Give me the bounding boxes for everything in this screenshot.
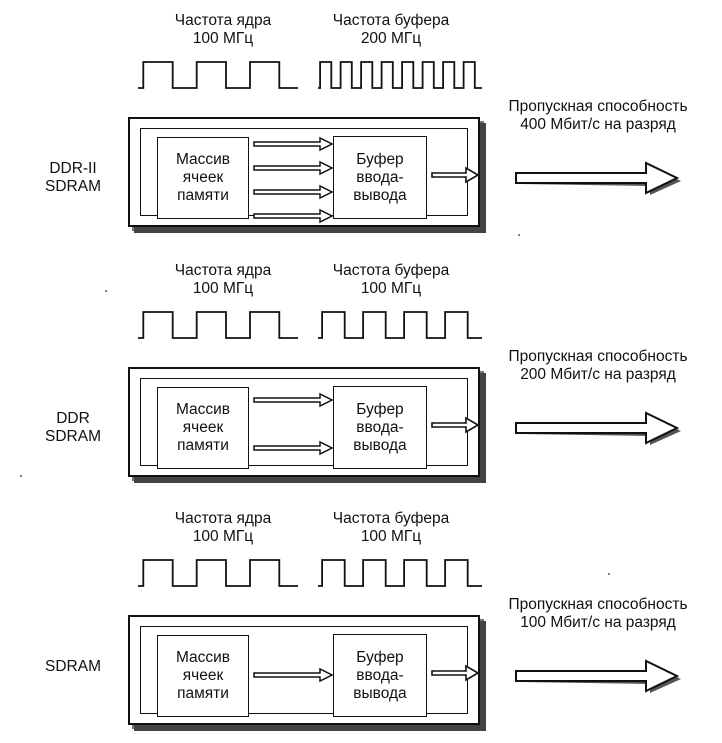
scan-speck bbox=[20, 475, 22, 477]
core-clock-signal bbox=[138, 559, 298, 587]
memory-cell-array-box: Массив ячеек памяти bbox=[157, 387, 249, 469]
transfer-arrow bbox=[253, 392, 334, 408]
clock-waveform bbox=[138, 311, 482, 339]
io-buffer-box: Буфер ввода- вывода bbox=[333, 634, 427, 717]
memory-type-label: SDRAM bbox=[45, 658, 101, 675]
scan-speck bbox=[608, 573, 610, 575]
buffer-clock-signal bbox=[318, 61, 482, 89]
memory-type-label: DDR-II SDRAM bbox=[45, 160, 101, 195]
core-clock-signal bbox=[138, 61, 298, 89]
memory-cell-array-box: Массив ячеек памяти bbox=[157, 137, 249, 219]
bandwidth-arrow bbox=[515, 659, 681, 693]
buffer-frequency-label: Частота буфера 100 МГц bbox=[332, 510, 450, 545]
io-buffer-box: Буфер ввода- вывода bbox=[333, 136, 427, 219]
bandwidth-label: Пропускная способность 200 Мбит/с на раз… bbox=[508, 348, 688, 383]
bandwidth-label: Пропускная способность 400 Мбит/с на раз… bbox=[508, 98, 688, 133]
data-transfer-arrows bbox=[253, 392, 334, 456]
transfer-arrow bbox=[253, 184, 334, 200]
core-frequency-label: Частота ядра 100 МГц bbox=[174, 262, 272, 297]
transfer-arrow bbox=[253, 160, 334, 176]
core-frequency-label: Частота ядра 100 МГц bbox=[174, 12, 272, 47]
io-buffer-box: Буфер ввода- вывода bbox=[333, 386, 427, 469]
memory-cell-array-box: Массив ячеек памяти bbox=[157, 635, 249, 717]
buffer-output-arrow bbox=[431, 416, 480, 434]
scan-speck bbox=[518, 234, 520, 236]
transfer-arrow bbox=[253, 208, 334, 224]
section-sdram: Частота ядра 100 МГц Частота буфера 100 … bbox=[0, 498, 722, 743]
core-frequency-label: Частота ядра 100 МГц bbox=[174, 510, 272, 545]
clock-waveform bbox=[138, 559, 482, 587]
buffer-frequency-label: Частота буфера 100 МГц bbox=[332, 262, 450, 297]
buffer-output-arrow bbox=[431, 664, 480, 682]
transfer-arrow bbox=[253, 667, 334, 683]
section-ddr-sdram: Частота ядра 100 МГц Частота буфера 100 … bbox=[0, 250, 722, 495]
core-clock-signal bbox=[138, 311, 298, 339]
buffer-output-arrow bbox=[431, 166, 480, 184]
transfer-arrow bbox=[253, 136, 334, 152]
data-transfer-arrows bbox=[253, 136, 334, 224]
bandwidth-arrow bbox=[515, 161, 681, 195]
buffer-frequency-label: Частота буфера 200 МГц bbox=[332, 12, 450, 47]
scan-speck bbox=[105, 290, 107, 292]
transfer-arrow bbox=[253, 440, 334, 456]
clock-waveform bbox=[138, 61, 482, 89]
section-ddr2-sdram: Частота ядра 100 МГц Частота буфера 200 … bbox=[0, 0, 722, 245]
memory-type-label: DDR SDRAM bbox=[45, 410, 101, 445]
buffer-clock-signal bbox=[318, 311, 482, 339]
buffer-clock-signal bbox=[318, 559, 482, 587]
bandwidth-arrow bbox=[515, 411, 681, 445]
data-transfer-arrows bbox=[253, 667, 334, 683]
bandwidth-label: Пропускная способность 100 Мбит/с на раз… bbox=[508, 596, 688, 631]
